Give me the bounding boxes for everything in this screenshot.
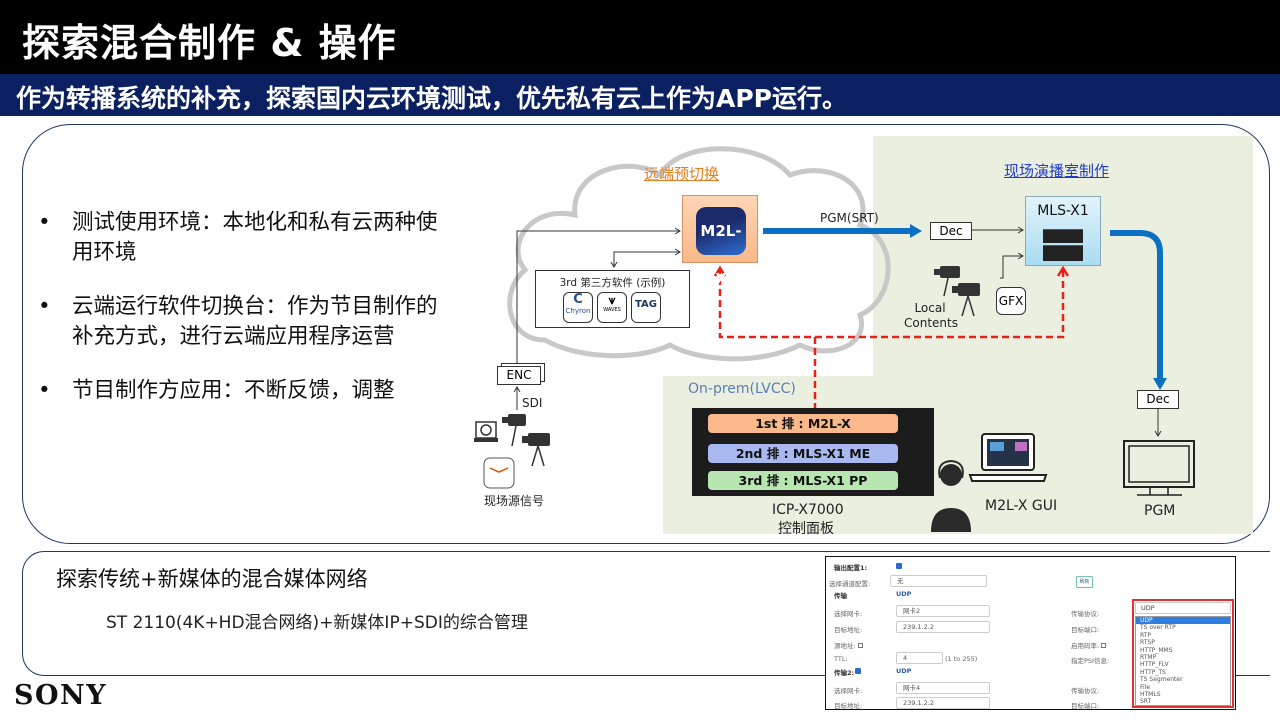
pgm-monitor-label: PGM [1144,503,1176,519]
protocol-option[interactable]: TS over RTP [1140,624,1176,632]
bottom-title: 探索传统+新媒体的混合媒体网络 [56,567,368,591]
local-contents-label: Local Contents [904,301,958,330]
onsite-studio-label[interactable]: 现场演播室制作 [1004,162,1110,180]
protocol-option[interactable]: HTTP_FLV [1140,661,1169,669]
bullet-dot-icon: • [38,210,51,235]
protocol-options-list: UDP TS over RTP RTP RTSP HTTP_MMS RTMP H… [1135,616,1231,706]
page-title: 探索混合制作 & 操作 [22,21,397,65]
decoder-box: Dec [930,222,972,240]
gfx-box: GFX [996,287,1026,315]
output-config-checkbox[interactable] [896,563,902,569]
waves-logo-icon: ⩛WAVES [597,292,627,323]
sony-logo: SONY [14,680,107,711]
protocol-option[interactable]: UDP [1136,617,1230,625]
tag-logo-text: TAG [635,299,657,310]
dest-addr1-input[interactable]: 239.1.2.2 [896,621,990,633]
panel-row-2: 2nd 排 : MLS-X1 ME [708,444,898,463]
nic2-label: 选择网卡: [834,687,863,695]
protocol-option[interactable]: HTTP_MMS [1140,646,1173,654]
protocol-option[interactable]: HTMLS [1140,690,1161,698]
protocol-dropdown-highlight [1132,599,1234,708]
m2lx-app-icon: M2L-X [696,207,746,288]
encoder-box: ENC [497,366,541,385]
remote-preswitch-label[interactable]: 远端预切换 [644,165,720,183]
src-addr-checkbox[interactable] [857,643,863,648]
onprem-label: On-prem(LVCC) [688,381,796,397]
protocol-label: 传输协议: [1071,610,1100,618]
bullet-text: 节目制作方应用：不断反馈，调整 [72,378,395,403]
src-addr-label: 源地址: [834,640,863,650]
transport1-label: 传输 [834,592,847,600]
third-party-title: 3rd 第三方软件 (示例) [559,277,666,289]
bullet-item: • 节目制作方应用：不断反馈，调整 [36,376,456,406]
mls-rack-unit-icon [1043,229,1083,243]
protocol-option[interactable]: RTMP [1140,653,1157,661]
enable-rate-checkbox[interactable] [1101,643,1107,648]
ttl-label: TTL: [834,655,848,663]
bullet-dot-icon: • [38,378,51,403]
dest-addr1-label: 目标地址: [834,626,863,634]
mls-rack-unit-icon [1043,245,1083,261]
transport1-value: UDP [896,590,912,598]
refresh-button[interactable]: 刷新 [1076,576,1093,588]
chyron-logo-text: Chyron [565,307,591,315]
sdi-label: SDI [522,396,543,410]
transport2-label: 传输2: [834,669,855,677]
dest-addr2-input[interactable]: 239.1.2.2 [896,697,990,709]
protocol-option[interactable]: SRT [1140,698,1152,706]
bullet-dot-icon: • [38,294,51,319]
nic1-select[interactable]: 网卡2 [896,605,990,617]
ttl-range-label: (1 to 255) [945,655,978,663]
m2lx-gui-label: M2L-X GUI [985,498,1058,514]
psi-label: 指定PSI信息: [1071,657,1110,665]
transport2-checkbox[interactable] [855,668,861,674]
dest-port-label: 目标端口: [1071,626,1100,634]
nic1-label: 选择网卡: [834,610,863,618]
protocol-option[interactable]: TS Segmenter [1140,676,1183,684]
tag-logo-icon: TAG [631,292,661,323]
protocol-option[interactable]: RTP [1140,631,1152,639]
channel-config-select[interactable]: 无 [890,575,987,587]
decoder-box-2: Dec [1137,390,1179,409]
main-content-frame [22,124,1270,544]
field-source-label: 现场源信号 [484,494,545,508]
bullet-text: 云端运行软件切换台：作为节目制作的补充方式，进行云端应用程序运营 [72,294,438,349]
bullet-list: • 测试使用环境：本地化和私有云两种使用环境 • 云端运行软件切换台：作为节目制作的… [36,208,456,430]
enable-rate-label: 启用码率: [1071,640,1107,650]
protocol2-label: 传输协议: [1071,687,1100,695]
dest-addr2-label: 目标地址: [834,702,863,710]
ttl-input[interactable]: 4 [896,652,943,664]
panel-name-label: 控制面板 [778,521,834,537]
protocol-option[interactable]: HTTP_TS [1140,668,1166,676]
panel-row-1: 1st 排 : M2L-X [708,414,898,433]
bullet-text: 测试使用环境：本地化和私有云两种使用环境 [72,210,438,265]
protocol-option[interactable]: RTSP [1140,639,1155,647]
protocol-select[interactable]: UDP [1135,602,1231,614]
title-bar: 探索混合制作 & 操作 [0,0,1280,74]
waves-logo-text: WAVES [603,307,621,313]
bullet-item: • 测试使用环境：本地化和私有云两种使用环境 [36,208,456,268]
protocol-option[interactable]: File [1140,683,1151,691]
nic2-select[interactable]: 网卡4 [896,682,990,694]
bottom-content-frame [22,551,1270,676]
panel-model-label: ICP-X7000 [772,502,844,518]
channel-config-label: 选择通道配置: [829,580,871,588]
page-subtitle: 作为转播系统的补充，探索国内云环境测试，优先私有云上作为APP运行。 [16,84,847,113]
transport2-value: UDP [896,667,912,675]
bottom-subtitle: ST 2110(4K+HD混合网络)+新媒体IP+SDI的综合管理 [106,613,528,633]
panel-row-3: 3rd 排 : MLS-X1 PP [708,471,898,490]
mls-x1-label: MLS-X1 [1037,203,1089,219]
dest-port2-label: 目标端口: [1071,702,1100,710]
subtitle-bar: 作为转播系统的补充，探索国内云环境测试，优先私有云上作为APP运行。 [0,74,1280,116]
pgm-srt-label: PGM(SRT) [820,211,879,225]
bullet-item: • 云端运行软件切换台：作为节目制作的补充方式，进行云端应用程序运营 [36,292,456,352]
output-config-label: 输出配置1: [834,564,868,572]
